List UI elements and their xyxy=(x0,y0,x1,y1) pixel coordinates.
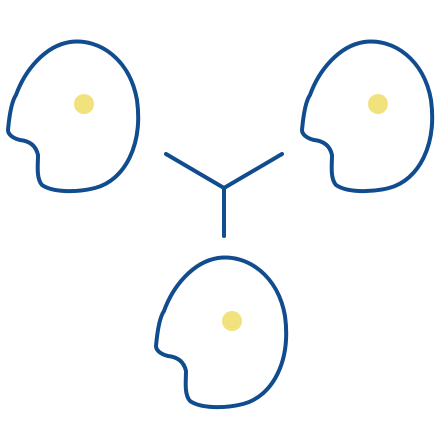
idea-dot-icon xyxy=(368,94,388,114)
head-icon-bottom xyxy=(154,255,289,410)
connector-y-icon xyxy=(164,152,284,238)
head-outline xyxy=(300,39,435,194)
head-outline xyxy=(6,39,141,194)
head-outline xyxy=(154,255,289,410)
connector-branches xyxy=(164,152,284,190)
head-icon-right xyxy=(300,39,435,194)
head-icon-left xyxy=(6,39,141,194)
idea-dot-icon xyxy=(74,94,94,114)
idea-dot-icon xyxy=(222,311,242,331)
